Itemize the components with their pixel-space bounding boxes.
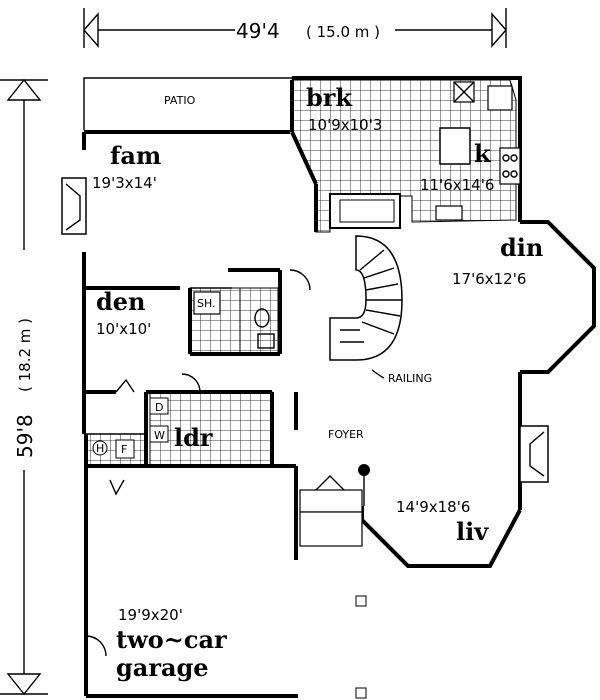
heater-icon — [92, 440, 108, 456]
post-icon — [355, 595, 367, 607]
heater-label: H — [96, 442, 104, 455]
den-dim: 10'x10' — [96, 320, 151, 338]
den-label: den — [96, 287, 146, 316]
washer-box — [149, 425, 169, 443]
depth-label: 59'8 — [13, 414, 37, 458]
width-dimension: 49'4 ( 15.0 m ) — [83, 8, 507, 48]
arrow-up-icon — [6, 78, 42, 101]
dining-dim: 17'6x12'6 — [452, 270, 526, 288]
arrow-left-icon — [83, 12, 99, 48]
porch-step-lower — [299, 511, 363, 547]
breakfast-dim: 10'9x10'3 — [308, 116, 382, 134]
garage-dim: 19'9x20' — [118, 606, 183, 624]
washer-label: W — [154, 429, 165, 442]
width-label: 49'4 — [236, 19, 280, 43]
dryer-box — [149, 397, 169, 415]
breakfast-label: brk — [306, 83, 353, 112]
porch-step — [299, 489, 363, 513]
kitchen-island — [439, 127, 471, 165]
family-dim: 19'3x14' — [92, 174, 157, 192]
laundry-label: ldr — [174, 423, 213, 452]
range-icon — [499, 147, 521, 185]
living-dim: 14'9x18'6 — [396, 498, 470, 516]
dryer-label: D — [155, 401, 163, 414]
toilet-icon — [254, 308, 270, 328]
bath-tile — [239, 287, 279, 355]
garage-side-door-icon — [85, 635, 107, 657]
dishwasher-icon — [435, 205, 463, 221]
shower-label: SH. — [197, 297, 216, 310]
width-metric-label: ( 15.0 m ) — [306, 23, 380, 41]
fireplace-living-icon — [519, 425, 549, 483]
dining-label: din — [500, 233, 543, 262]
railing-label: RAILING — [388, 372, 432, 385]
arrow-right-icon — [491, 12, 507, 48]
kitchen-label: k — [474, 139, 492, 168]
patio-label: PATIO — [164, 94, 196, 107]
doors — [85, 269, 370, 699]
garage-label-line1: two~car — [116, 625, 227, 654]
fireplace-family-icon — [61, 177, 87, 235]
arrow-down-icon — [6, 673, 42, 696]
railing-leader — [371, 369, 385, 379]
furnace-box — [115, 439, 135, 459]
sink-icon — [487, 85, 513, 111]
garage-label-line2: garage — [116, 653, 209, 682]
laundry-door-icon — [181, 373, 201, 393]
front-door-icon — [315, 475, 345, 491]
vanity-icon — [257, 333, 275, 349]
kitchen-dim: 11'6x14'6 — [420, 176, 494, 194]
post-icon-2 — [355, 687, 367, 699]
depth-metric-label: ( 18.2 m ) — [16, 318, 34, 392]
depth-dimension: 59'8 ( 18.2 m ) — [0, 78, 48, 696]
furnace-label: F — [121, 443, 127, 456]
den-door-icon — [289, 269, 311, 291]
foyer-label: FOYER — [328, 428, 364, 441]
interior-walls — [84, 81, 521, 482]
staircase — [329, 235, 403, 379]
living-label: liv — [456, 517, 489, 546]
family-label: fam — [110, 141, 161, 170]
shower-box — [193, 291, 221, 315]
